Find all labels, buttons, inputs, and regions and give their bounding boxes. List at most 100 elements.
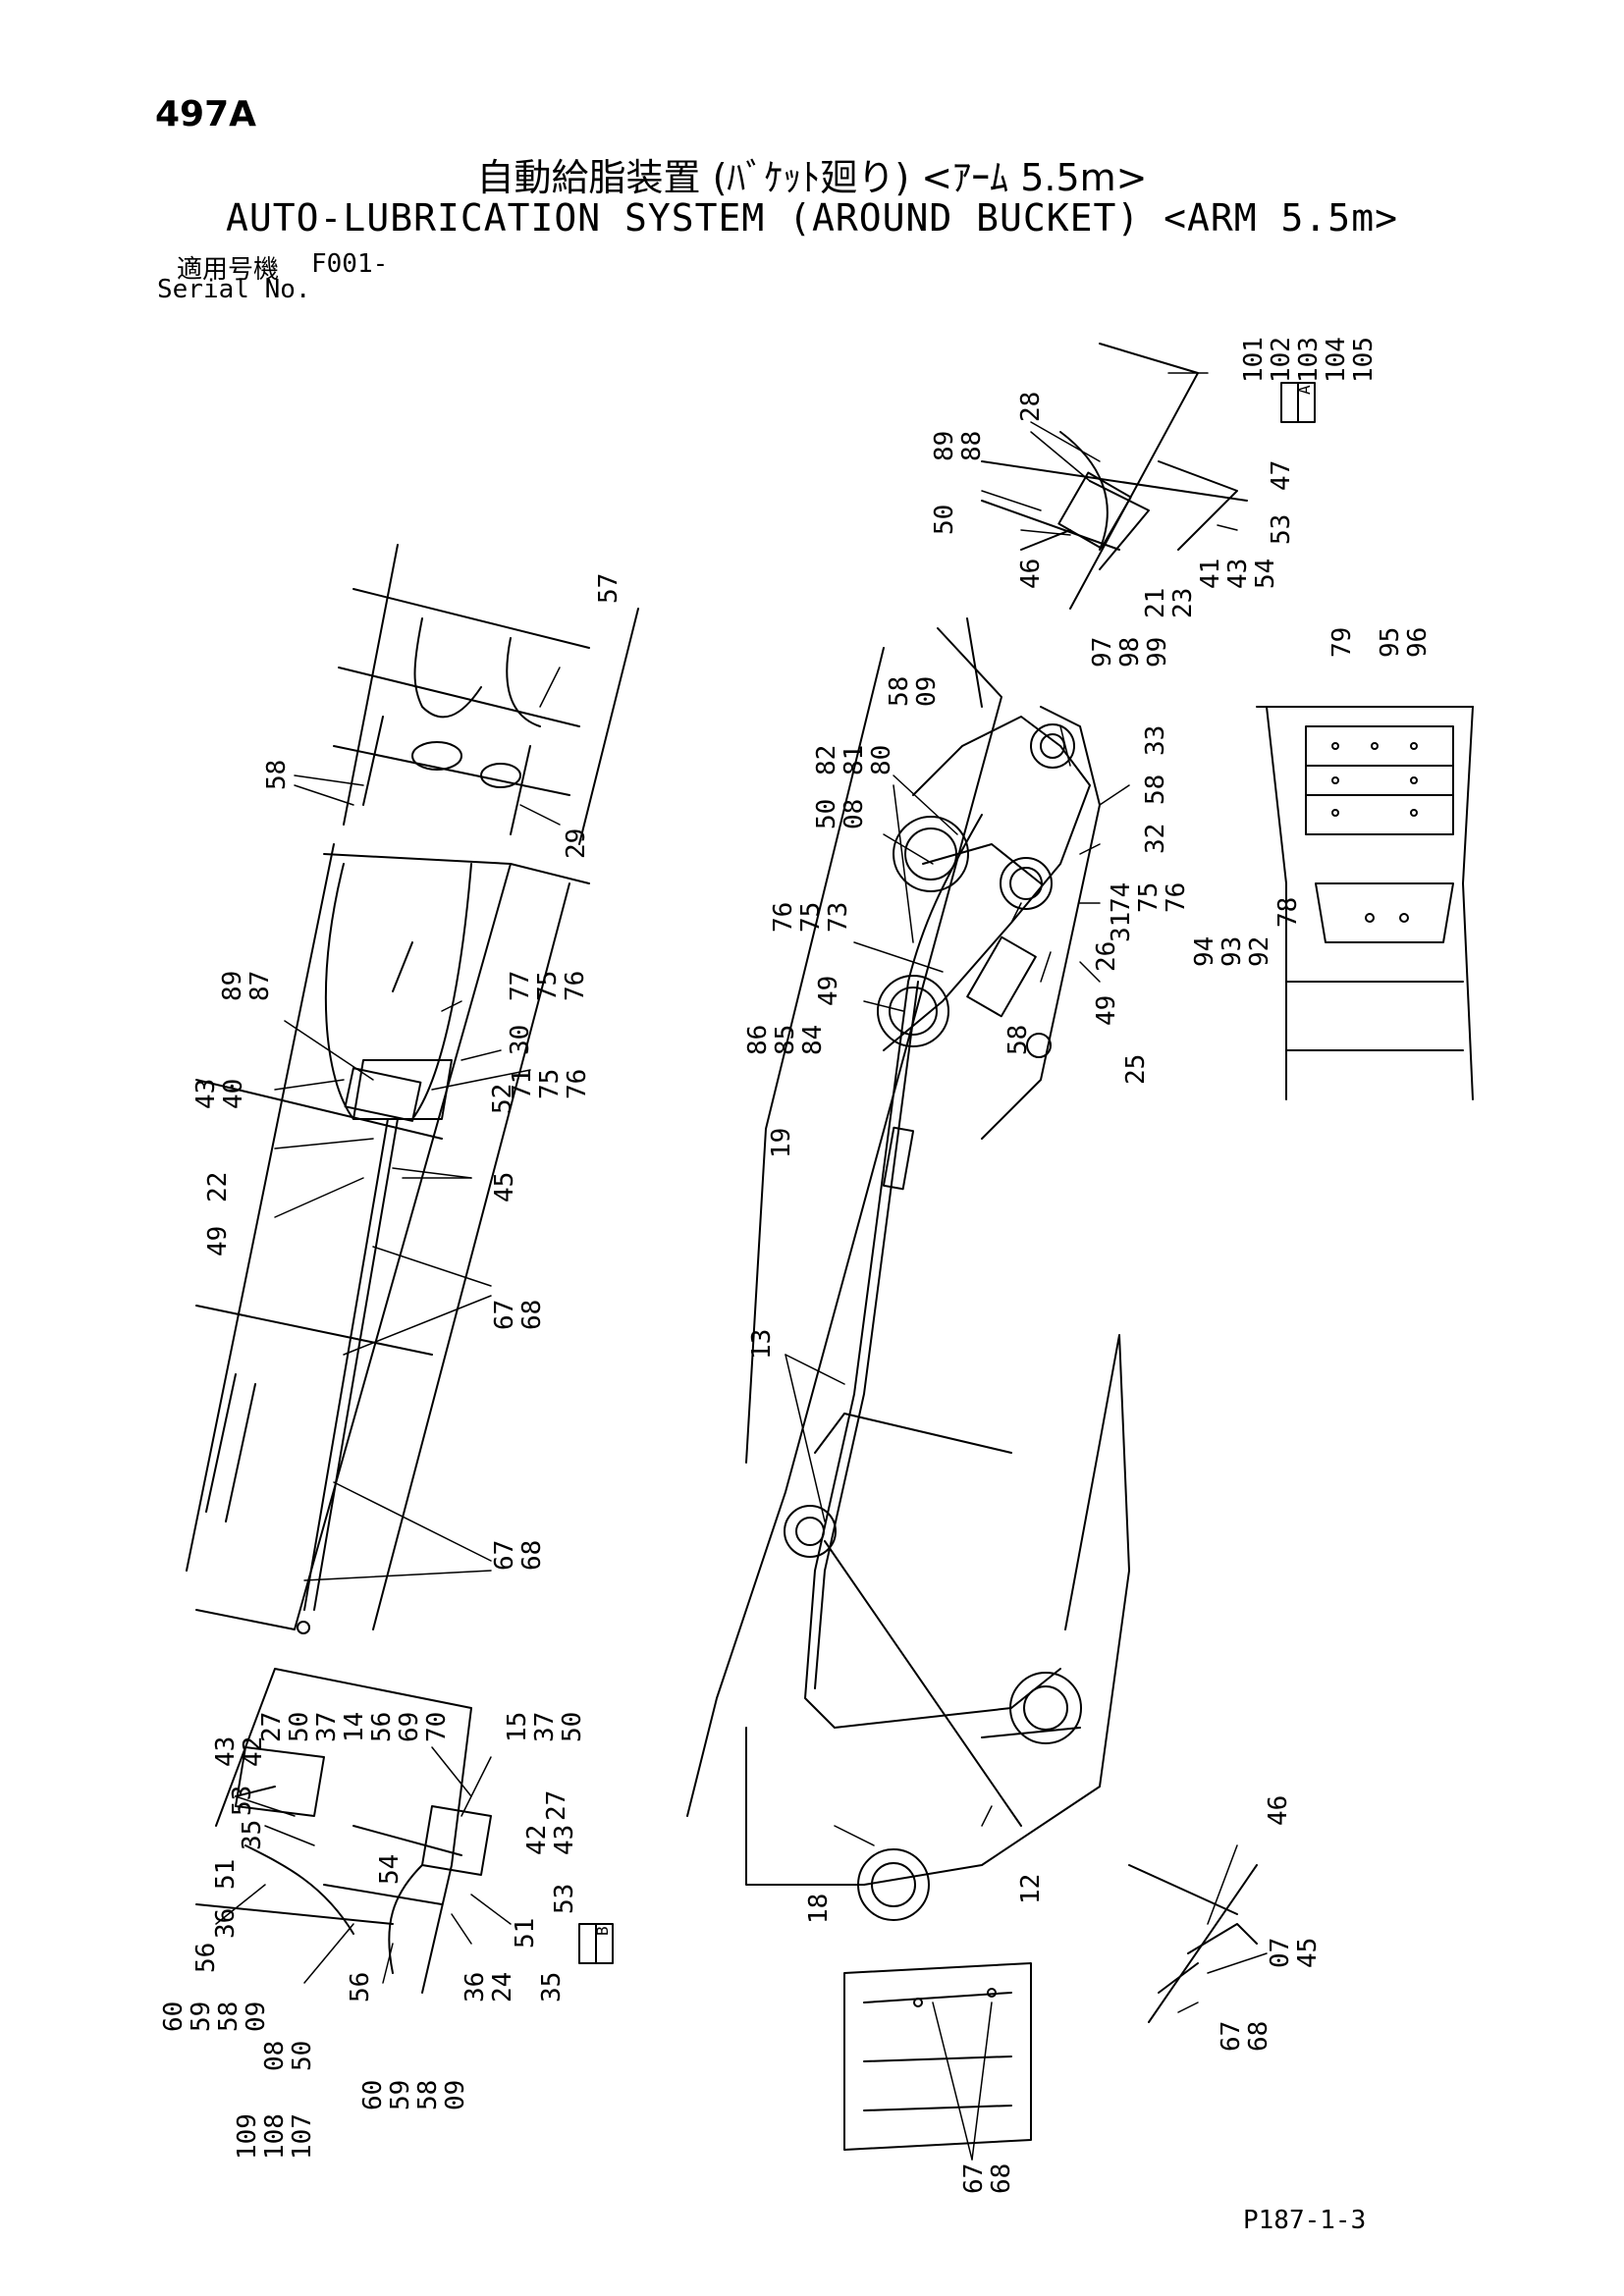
callout-88: 88 bbox=[957, 431, 987, 461]
callout-14: 14 bbox=[340, 1712, 369, 1742]
callout-108: 108 bbox=[260, 2113, 290, 2160]
callout-50: 50 bbox=[558, 1712, 587, 1742]
callout-81: 81 bbox=[839, 745, 869, 775]
callout-27: 27 bbox=[257, 1712, 287, 1742]
callout-67: 67 bbox=[490, 1300, 519, 1330]
arm-pins bbox=[784, 723, 1082, 1921]
callout-50: 50 bbox=[285, 1712, 314, 1742]
callout-49: 49 bbox=[1092, 995, 1121, 1026]
callout-75: 75 bbox=[1134, 882, 1164, 913]
serial-label-english: Serial No. bbox=[157, 275, 311, 304]
callout-08: 08 bbox=[260, 2041, 290, 2071]
callout-45: 45 bbox=[490, 1172, 519, 1202]
callout-47: 47 bbox=[1267, 460, 1296, 491]
callout-79: 79 bbox=[1327, 627, 1357, 658]
callout-51: 51 bbox=[211, 1859, 241, 1890]
callout-104: 104 bbox=[1322, 337, 1351, 383]
callout-68: 68 bbox=[517, 1300, 547, 1330]
callout-26: 26 bbox=[1092, 941, 1121, 972]
callout-37: 37 bbox=[530, 1712, 560, 1742]
callout-43: 43 bbox=[211, 1736, 241, 1767]
view-a-box: A bbox=[1280, 382, 1316, 423]
callout-67: 67 bbox=[490, 1540, 519, 1571]
callout-59: 59 bbox=[386, 2080, 415, 2110]
callout-50: 50 bbox=[930, 505, 959, 535]
callout-52: 52 bbox=[488, 1084, 517, 1114]
callout-35: 35 bbox=[537, 1972, 567, 2002]
callout-43: 43 bbox=[1223, 559, 1253, 589]
callout-76: 76 bbox=[561, 971, 590, 1001]
callout-85: 85 bbox=[771, 1025, 800, 1055]
callout-69: 69 bbox=[395, 1712, 424, 1742]
callout-53: 53 bbox=[1267, 514, 1296, 545]
callout-76: 76 bbox=[563, 1069, 592, 1099]
title-english: AUTO-LUBRICATION SYSTEM (AROUND BUCKET) … bbox=[226, 196, 1398, 240]
leader-lines bbox=[215, 372, 1268, 2161]
callout-43: 43 bbox=[191, 1079, 221, 1109]
callout-49: 49 bbox=[203, 1226, 233, 1256]
left-upper-detail bbox=[333, 544, 639, 845]
callout-22: 22 bbox=[203, 1172, 233, 1202]
serial-label-japanese: 適用号機 bbox=[177, 255, 280, 285]
callout-95: 95 bbox=[1376, 627, 1405, 658]
callout-58: 58 bbox=[885, 676, 914, 707]
view-a-letter: A bbox=[1295, 385, 1314, 395]
page-number: 497A bbox=[155, 94, 257, 134]
callout-73: 73 bbox=[824, 902, 853, 933]
callout-99: 99 bbox=[1143, 637, 1172, 667]
callout-25: 25 bbox=[1121, 1054, 1151, 1085]
callout-56: 56 bbox=[346, 1972, 375, 2002]
callout-103: 103 bbox=[1294, 337, 1324, 383]
callout-35: 35 bbox=[238, 1820, 267, 1850]
right-detail bbox=[1256, 706, 1474, 1100]
callout-87: 87 bbox=[245, 971, 275, 1001]
callout-37: 37 bbox=[312, 1712, 342, 1742]
callout-45: 45 bbox=[1293, 1938, 1323, 1968]
callout-09: 09 bbox=[912, 676, 942, 707]
callout-57: 57 bbox=[594, 573, 623, 604]
callout-27: 27 bbox=[542, 1790, 571, 1821]
callout-82: 82 bbox=[812, 745, 841, 775]
callout-42: 42 bbox=[239, 1736, 268, 1767]
callout-23: 23 bbox=[1168, 588, 1198, 618]
drawing-number: P187-1-3 bbox=[1243, 2206, 1367, 2235]
callout-46: 46 bbox=[1264, 1795, 1293, 1826]
callout-58: 58 bbox=[1141, 774, 1170, 805]
view-b-detail bbox=[195, 1668, 492, 1994]
callout-07: 07 bbox=[1266, 1938, 1295, 1968]
callout-86: 86 bbox=[743, 1025, 773, 1055]
callout-75: 75 bbox=[796, 902, 826, 933]
callout-19: 19 bbox=[767, 1128, 796, 1158]
callout-18: 18 bbox=[804, 1894, 834, 1924]
callout-46: 46 bbox=[1016, 559, 1046, 589]
callout-97: 97 bbox=[1088, 637, 1117, 667]
serial-value: F001- bbox=[311, 249, 389, 279]
callout-43: 43 bbox=[550, 1825, 579, 1855]
callout-56: 56 bbox=[191, 1943, 221, 1973]
callout-54: 54 bbox=[1251, 559, 1280, 589]
callout-50: 50 bbox=[812, 799, 841, 829]
callout-51: 51 bbox=[511, 1918, 540, 1949]
callout-21: 21 bbox=[1141, 588, 1170, 618]
callout-53: 53 bbox=[550, 1884, 579, 1914]
title-japanese: 自動給脂装置 (ﾊﾞｹｯﾄ廻り) <ｱｰﾑ 5.5m> bbox=[476, 156, 1148, 199]
view-b-letter: B bbox=[593, 1926, 612, 1936]
callout-30: 30 bbox=[506, 1025, 535, 1055]
callout-32: 32 bbox=[1141, 824, 1170, 854]
callout-49: 49 bbox=[814, 976, 843, 1006]
callout-80: 80 bbox=[867, 745, 896, 775]
callout-74: 74 bbox=[1107, 882, 1136, 913]
callout-58: 58 bbox=[214, 2002, 244, 2032]
callout-58: 58 bbox=[1003, 1025, 1033, 1055]
bottom-center-detail bbox=[843, 1962, 1032, 2151]
callout-78: 78 bbox=[1273, 897, 1303, 928]
callout-13: 13 bbox=[747, 1329, 777, 1360]
callout-58: 58 bbox=[262, 760, 292, 790]
callout-70: 70 bbox=[422, 1712, 452, 1742]
callout-77: 77 bbox=[506, 971, 535, 1001]
callout-96: 96 bbox=[1403, 627, 1433, 658]
callout-15: 15 bbox=[503, 1712, 532, 1742]
callout-41: 41 bbox=[1196, 559, 1225, 589]
callout-101: 101 bbox=[1239, 337, 1269, 383]
left-arm-detail bbox=[186, 843, 590, 1634]
